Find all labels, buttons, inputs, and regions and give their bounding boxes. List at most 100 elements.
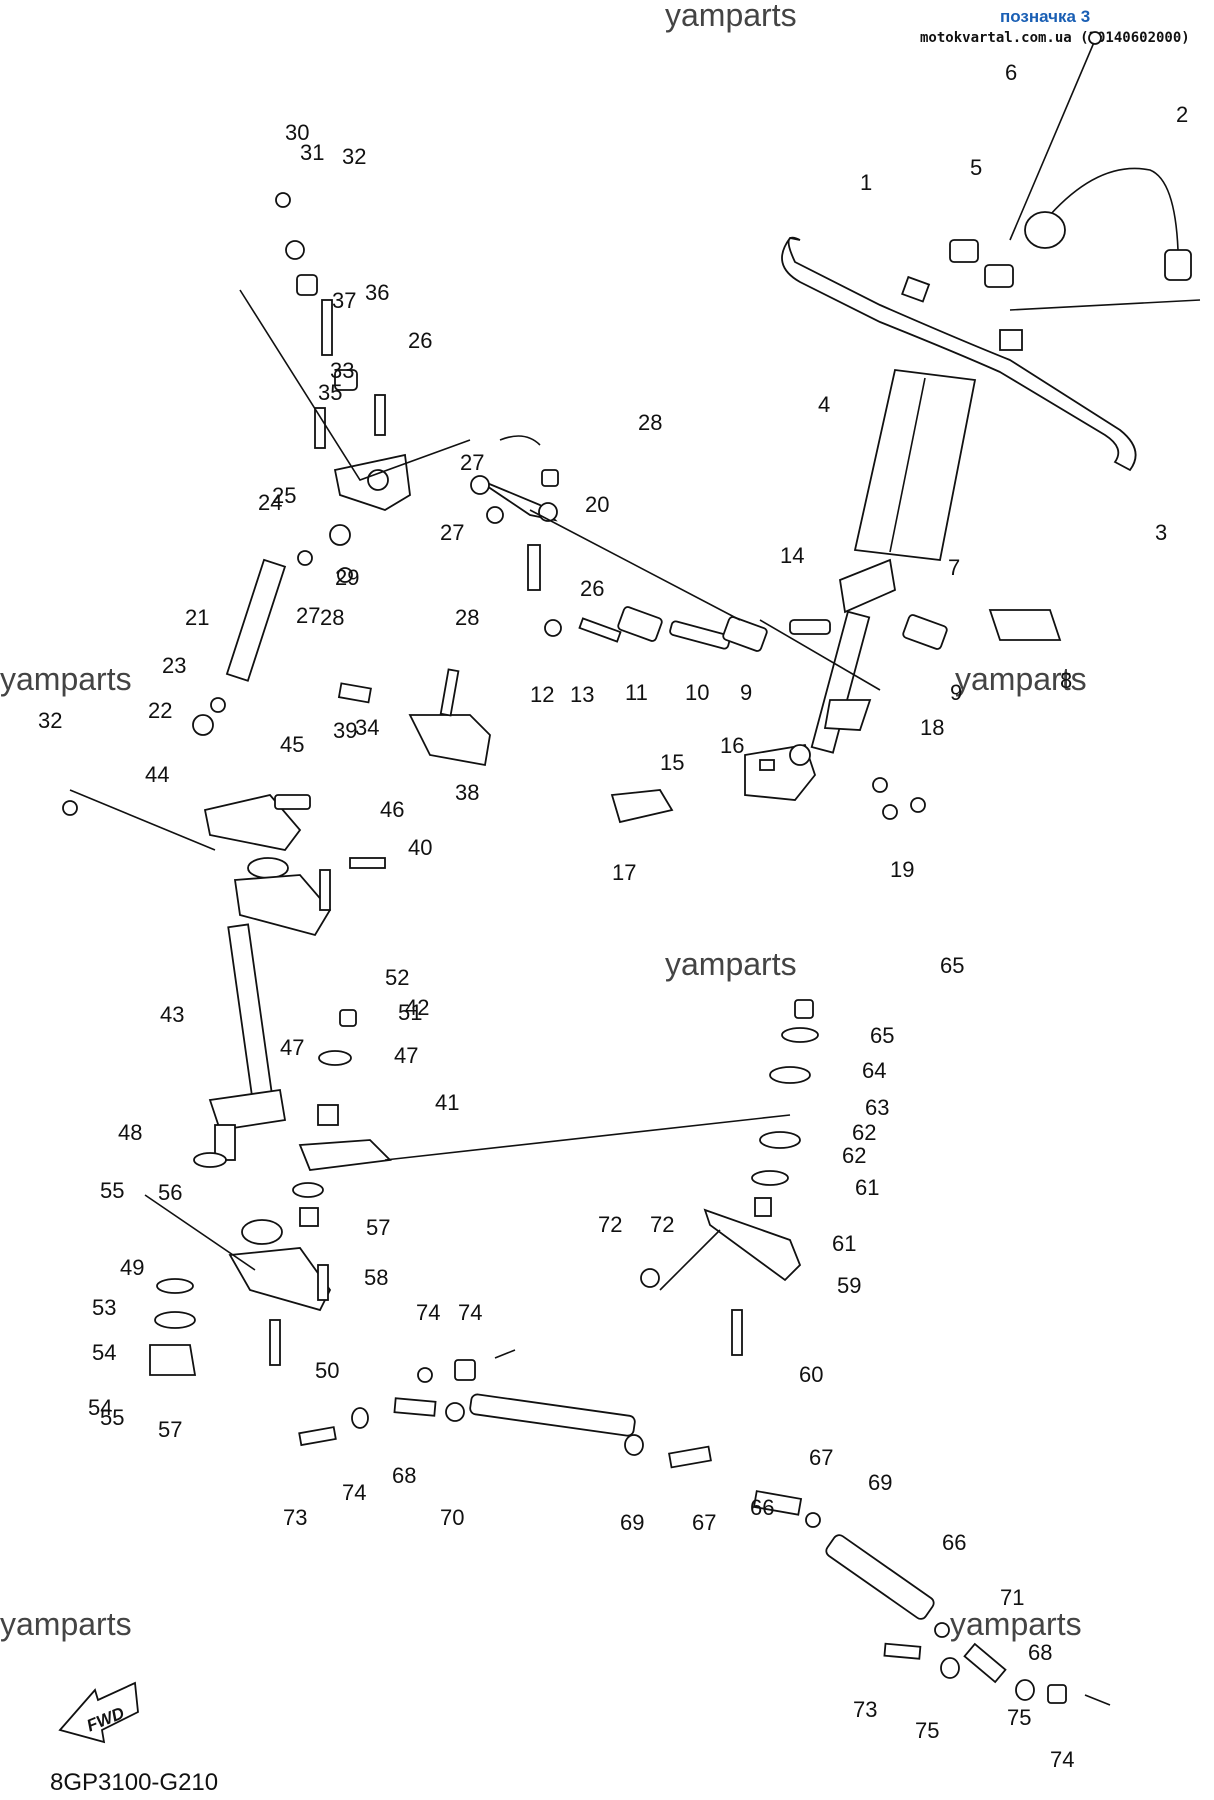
callout-68: 68 bbox=[1028, 1640, 1052, 1665]
callout-9: 9 bbox=[950, 680, 962, 705]
callout-54: 54 bbox=[88, 1395, 112, 1420]
steering-rod-icon bbox=[192, 524, 353, 736]
callout-55: 55 bbox=[100, 1405, 124, 1430]
callout-68: 68 bbox=[392, 1463, 416, 1488]
callout-25: 25 bbox=[272, 483, 296, 508]
callout-26: 26 bbox=[580, 576, 604, 601]
callout-58: 58 bbox=[364, 1265, 388, 1290]
note-label: позначка 3 bbox=[1000, 7, 1090, 26]
watermark-bottom-right: yamparts bbox=[950, 1606, 1082, 1642]
tie-rod-upper-icon bbox=[1009, 31, 1102, 241]
callout-42: 42 bbox=[405, 995, 429, 1020]
handlebar-icon bbox=[781, 236, 1137, 472]
tie-rod-right-icon bbox=[752, 1490, 1111, 1706]
callout-73: 73 bbox=[283, 1505, 307, 1530]
steering-shaft-icon bbox=[193, 923, 287, 1168]
callout-5: 5 bbox=[970, 155, 982, 180]
callout-75: 75 bbox=[1007, 1705, 1031, 1730]
callout-43: 43 bbox=[160, 1002, 184, 1027]
callout-74: 74 bbox=[416, 1300, 440, 1325]
watermark-bottom-left: yamparts bbox=[0, 1606, 132, 1642]
callout-1: 1 bbox=[860, 170, 872, 195]
callout-47: 47 bbox=[394, 1043, 418, 1068]
watermark-left: yamparts bbox=[0, 661, 132, 697]
callout-2: 2 bbox=[1176, 102, 1188, 127]
callout-73: 73 bbox=[853, 1697, 877, 1722]
callout-18: 18 bbox=[920, 715, 944, 740]
callout-54: 54 bbox=[92, 1340, 116, 1365]
callout-63: 63 bbox=[865, 1095, 889, 1120]
callout-27: 27 bbox=[440, 520, 464, 545]
callout-53: 53 bbox=[92, 1295, 116, 1320]
callout-61: 61 bbox=[832, 1231, 856, 1256]
callout-61: 61 bbox=[855, 1175, 879, 1200]
callout-66: 66 bbox=[750, 1495, 774, 1520]
leader-lines bbox=[69, 289, 1201, 1291]
bellcrank-icon bbox=[640, 999, 819, 1356]
callout-12: 12 bbox=[530, 682, 554, 707]
callout-39: 39 bbox=[333, 718, 357, 743]
callout-27: 27 bbox=[460, 450, 484, 475]
source-line: motokvartal.com.ua (20140602000) bbox=[920, 30, 1190, 46]
callout-74: 74 bbox=[342, 1480, 366, 1505]
callout-23: 23 bbox=[162, 653, 186, 678]
callout-3: 3 bbox=[1155, 520, 1167, 545]
callout-20: 20 bbox=[585, 492, 609, 517]
callout-46: 46 bbox=[380, 797, 404, 822]
callout-35: 35 bbox=[318, 380, 342, 405]
callout-69: 69 bbox=[868, 1470, 892, 1495]
callout-40: 40 bbox=[408, 835, 432, 860]
callout-13: 13 bbox=[570, 682, 594, 707]
steering-column-icon bbox=[810, 558, 897, 754]
steering-column-cover-icon bbox=[853, 369, 977, 561]
diagram-code: 8GP3100-G210 bbox=[50, 1769, 218, 1796]
callout-52: 52 bbox=[385, 965, 409, 990]
callout-36: 36 bbox=[365, 280, 389, 305]
bracket-33-icon bbox=[337, 668, 491, 767]
callout-29: 29 bbox=[335, 565, 359, 590]
callout-71: 71 bbox=[1000, 1585, 1024, 1610]
tie-rod-left-icon bbox=[298, 1349, 712, 1469]
callout-64: 64 bbox=[862, 1058, 886, 1083]
callout-47: 47 bbox=[280, 1035, 304, 1060]
watermark-right: yamparts bbox=[955, 661, 1087, 697]
callout-7: 7 bbox=[948, 555, 960, 580]
callout-38: 38 bbox=[455, 780, 479, 805]
callout-37: 37 bbox=[332, 288, 356, 313]
callout-72: 72 bbox=[650, 1212, 674, 1237]
callout-49: 49 bbox=[120, 1255, 144, 1280]
callout-74: 74 bbox=[458, 1300, 482, 1325]
callout-51: 51 bbox=[398, 1000, 422, 1025]
watermark-middle: yamparts bbox=[665, 946, 797, 982]
callout-28: 28 bbox=[455, 605, 479, 630]
callout-17: 17 bbox=[612, 860, 636, 885]
callout-16: 16 bbox=[720, 733, 744, 758]
callout-8: 8 bbox=[1060, 668, 1072, 693]
callout-55: 55 bbox=[100, 1178, 124, 1203]
callout-22: 22 bbox=[148, 698, 172, 723]
callout-59: 59 bbox=[837, 1273, 861, 1298]
callout-32: 32 bbox=[342, 144, 366, 169]
callout-56: 56 bbox=[158, 1180, 182, 1205]
callout-10: 10 bbox=[685, 680, 709, 705]
callout-34: 34 bbox=[355, 715, 379, 740]
callout-30: 30 bbox=[285, 120, 309, 145]
callout-67: 67 bbox=[692, 1510, 716, 1535]
callout-57: 57 bbox=[158, 1417, 182, 1442]
lower-knuckle-icon bbox=[149, 1219, 332, 1376]
callout-26: 26 bbox=[408, 328, 432, 353]
callout-74: 74 bbox=[1050, 1747, 1074, 1772]
callout-41: 41 bbox=[435, 1090, 459, 1115]
callout-70: 70 bbox=[440, 1505, 464, 1530]
callout-45: 45 bbox=[280, 732, 304, 757]
clamp-icon bbox=[949, 239, 1014, 288]
relay-arm-icon bbox=[62, 794, 386, 937]
callout-27: 27 bbox=[296, 603, 320, 628]
drag-link-icon bbox=[470, 469, 559, 591]
callout-65: 65 bbox=[940, 953, 964, 978]
callout-62: 62 bbox=[852, 1120, 876, 1145]
callout-66: 66 bbox=[942, 1530, 966, 1555]
